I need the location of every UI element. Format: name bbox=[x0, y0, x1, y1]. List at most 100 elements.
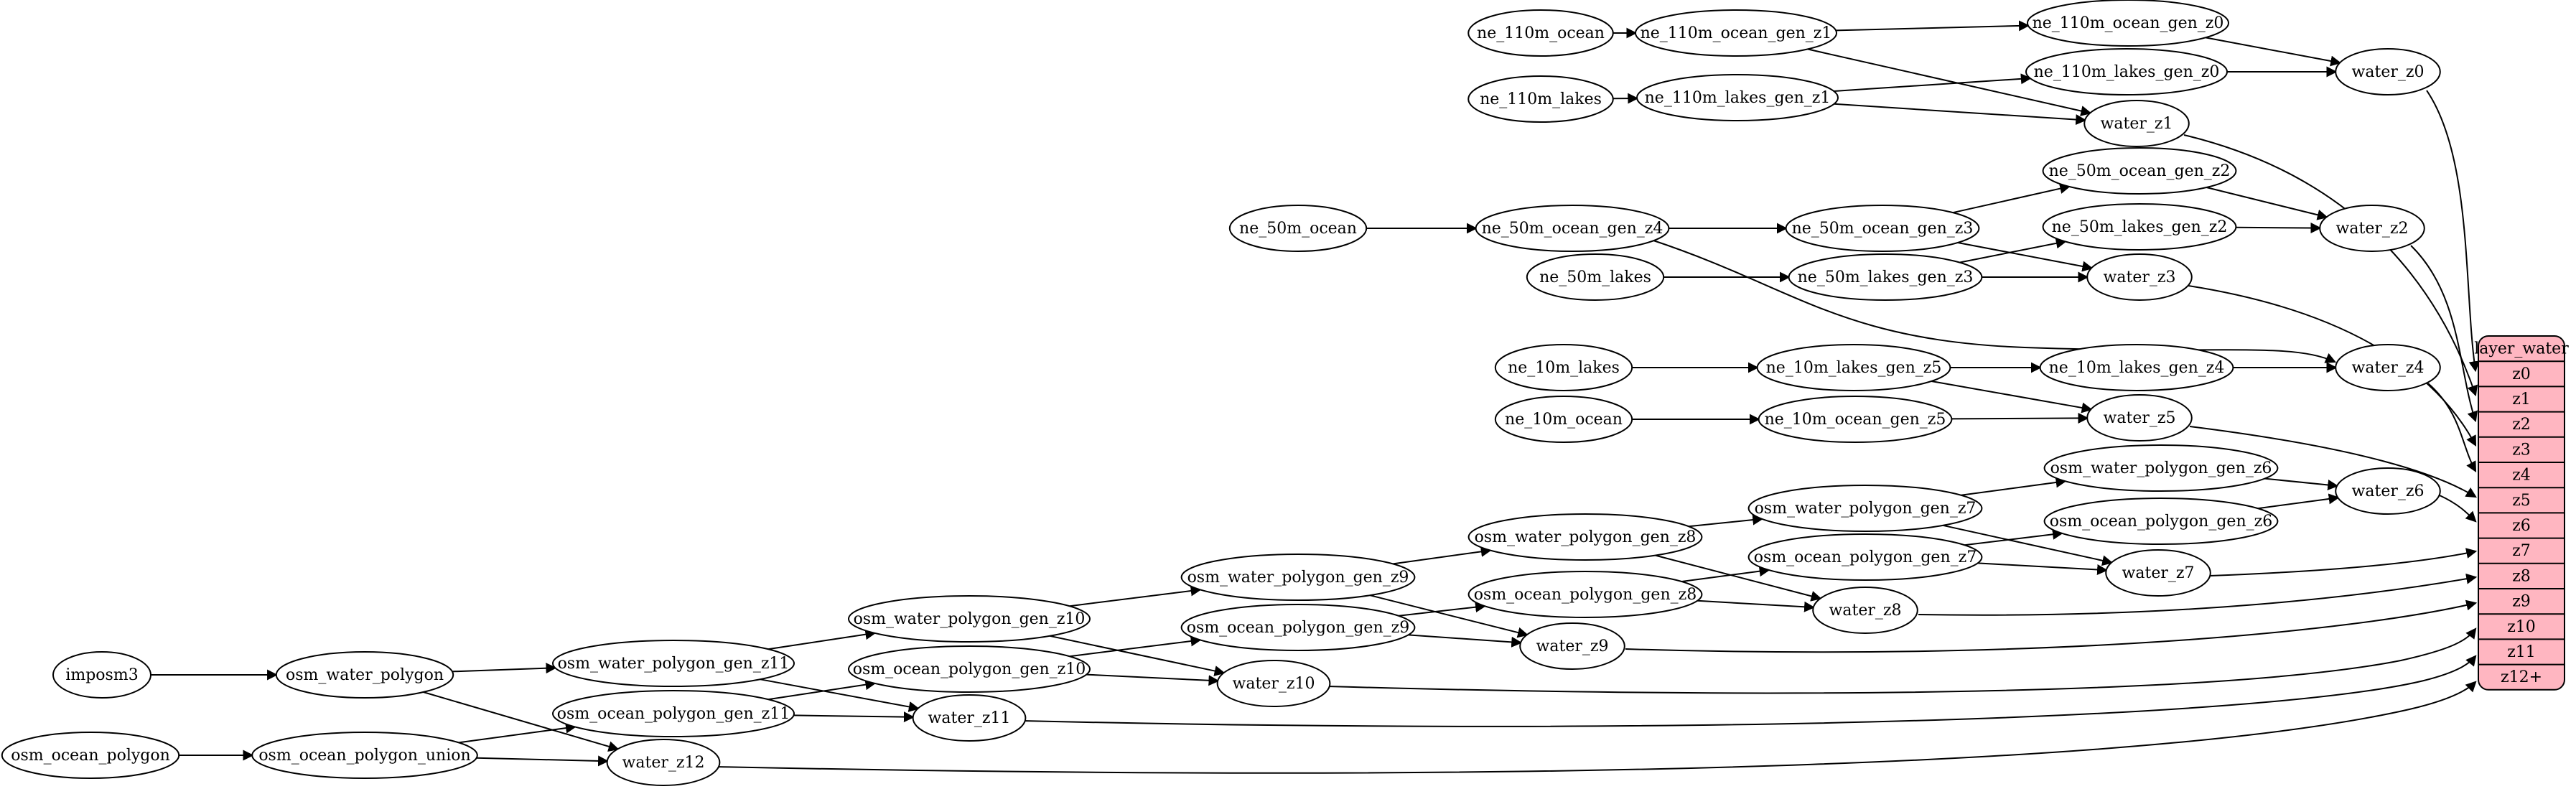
node-label-ne_10m_lakes_gen_z4: ne_10m_lakes_gen_z4 bbox=[2049, 359, 2225, 377]
edge-ne_110m_lakes_gen_z1-to-ne_110m_lakes_gen_z0 bbox=[1834, 73, 2032, 92]
node-osm_ocean_polygon_union: osm_ocean_polygon_union bbox=[251, 732, 478, 779]
edge-water_z6-to-layer_water:z6 bbox=[2439, 495, 2477, 523]
node-label-ne_50m_ocean: ne_50m_ocean bbox=[1239, 220, 1357, 238]
edge-water_z5-to-layer_water:z5 bbox=[2189, 426, 2477, 498]
node-label-osm_ocean_polygon_gen_z11: osm_ocean_polygon_gen_z11 bbox=[557, 705, 790, 723]
node-water_z4: water_z4 bbox=[2335, 344, 2441, 391]
edge-ne_10m_ocean_gen_z5-to-water_z5 bbox=[1951, 412, 2089, 424]
node-label-water_z7: water_z7 bbox=[2122, 564, 2195, 582]
node-label-ne_50m_ocean_gen_z3: ne_50m_ocean_gen_z3 bbox=[1792, 220, 1974, 238]
nodes-layer: ne_110m_ocean ne_110m_ocean_gen_z1 ne_110m… bbox=[1, 0, 2441, 786]
node-label-ne_110m_lakes_gen_z1: ne_110m_lakes_gen_z1 bbox=[1645, 89, 1831, 107]
node-osm_water_polygon: osm_water_polygon bbox=[275, 651, 454, 699]
node-label-osm_water_polygon_gen_z7: osm_water_polygon_gen_z7 bbox=[1755, 500, 1977, 518]
node-water_z0: water_z0 bbox=[2335, 48, 2441, 95]
node-ne_50m_lakes_gen_z2: ne_50m_lakes_gen_z2 bbox=[2042, 203, 2237, 251]
record-row-z0: z0 bbox=[2512, 365, 2531, 383]
node-water_z2: water_z2 bbox=[2319, 205, 2425, 252]
node-ne_10m_lakes: ne_10m_lakes bbox=[1494, 344, 1633, 391]
node-ne_110m_ocean_gen_z0: ne_110m_ocean_gen_z0 bbox=[2027, 0, 2229, 47]
record-row-z4: z4 bbox=[2512, 467, 2531, 485]
node-label-ne_110m_ocean_gen_z0: ne_110m_ocean_gen_z0 bbox=[2033, 14, 2224, 32]
edge-osm_water_polygon-to-osm_water_polygon_gen_z11 bbox=[452, 663, 557, 674]
node-osm_water_polygon_gen_z10: osm_water_polygon_gen_z10 bbox=[848, 595, 1091, 643]
edge-water_z0-to-layer_water:z0 bbox=[2426, 90, 2480, 373]
node-label-ne_50m_ocean_gen_z2: ne_50m_ocean_gen_z2 bbox=[2049, 162, 2231, 180]
edge-ne_110m_lakes_gen_z1-to-water_z1 bbox=[1834, 103, 2087, 126]
edge-ne_50m_ocean_gen_z2-to-water_z2 bbox=[2206, 187, 2328, 220]
node-label-water_z1: water_z1 bbox=[2101, 115, 2173, 133]
edge-osm_water_polygon_gen_z9-to-water_z9 bbox=[1369, 594, 1529, 638]
edge-water_z2-to-layer_water:z2 bbox=[2410, 245, 2478, 423]
record-row-z2: z2 bbox=[2512, 416, 2531, 434]
edge-osm_water_polygon_gen_z6-to-water_z6 bbox=[2264, 477, 2339, 490]
edge-osm_water_polygon_gen_z10-to-water_z10 bbox=[1049, 635, 1226, 676]
edge-osm_ocean_polygon_gen_z10-to-osm_ocean_polygon_gen_z9 bbox=[1069, 635, 1202, 658]
node-label-osm_water_polygon_gen_z9: osm_water_polygon_gen_z9 bbox=[1187, 569, 1409, 587]
record-row-z1: z1 bbox=[2512, 391, 2531, 408]
edge-osm_ocean_polygon_gen_z6-to-water_z6 bbox=[2257, 493, 2340, 510]
node-osm_water_polygon_gen_z8: osm_water_polygon_gen_z8 bbox=[1467, 513, 1703, 561]
node-ne_10m_ocean_gen_z5: ne_10m_ocean_gen_z5 bbox=[1758, 396, 1953, 443]
node-label-water_z2: water_z2 bbox=[2336, 220, 2409, 238]
edge-osm_ocean_polygon_gen_z8-to-osm_ocean_polygon_gen_z7 bbox=[1681, 566, 1770, 582]
node-label-water_z4: water_z4 bbox=[2352, 359, 2425, 377]
node-osm_ocean_polygon: osm_ocean_polygon bbox=[1, 732, 180, 779]
edge-osm_water_polygon_gen_z8-to-osm_water_polygon_gen_z7 bbox=[1688, 514, 1764, 528]
edge-osm_ocean_polygon_gen_z10-to-water_z10 bbox=[1086, 673, 1220, 686]
node-label-ne_110m_ocean: ne_110m_ocean bbox=[1477, 24, 1605, 42]
node-label-imposm3: imposm3 bbox=[65, 666, 138, 684]
edge-osm_water_polygon_gen_z11-to-osm_water_polygon_gen_z10 bbox=[767, 629, 877, 650]
node-ne_10m_lakes_gen_z5: ne_10m_lakes_gen_z5 bbox=[1756, 344, 1951, 391]
edge-osm_ocean_polygon_gen_z9-to-osm_ocean_polygon_gen_z8 bbox=[1399, 602, 1487, 617]
edge-ne_110m_ocean_gen_z0-to-water_z0 bbox=[2206, 37, 2342, 67]
node-label-osm_water_polygon_gen_z11: osm_water_polygon_gen_z11 bbox=[558, 655, 790, 673]
edge-ne_50m_ocean_gen_z3-to-water_z3 bbox=[1957, 242, 2094, 272]
node-osm_water_polygon_gen_z7: osm_water_polygon_gen_z7 bbox=[1747, 485, 1983, 532]
node-ne_10m_lakes_gen_z4: ne_10m_lakes_gen_z4 bbox=[2039, 344, 2234, 391]
edge-osm_ocean_polygon_gen_z9-to-water_z9 bbox=[1408, 634, 1523, 648]
edge-osm_water_polygon-to-water_z12 bbox=[423, 691, 620, 752]
edge-water_z4-to-layer_water:z4 bbox=[2427, 383, 2477, 472]
node-label-ne_50m_ocean_gen_z4: ne_50m_ocean_gen_z4 bbox=[1482, 220, 1663, 238]
node-water_z7: water_z7 bbox=[2105, 549, 2211, 597]
node-label-water_z11: water_z11 bbox=[928, 709, 1011, 727]
record-row-z12+: z12+ bbox=[2501, 668, 2542, 686]
edge-osm_ocean_polygon_union-to-water_z12 bbox=[476, 755, 610, 767]
record-row-z8: z8 bbox=[2512, 567, 2531, 585]
record-row-z5: z5 bbox=[2512, 492, 2531, 510]
node-ne_10m_ocean: ne_10m_ocean bbox=[1494, 396, 1633, 443]
record-row-z7: z7 bbox=[2512, 542, 2531, 560]
edge-osm_water_polygon_gen_z8-to-water_z8 bbox=[1655, 554, 1822, 602]
record-row-z6: z6 bbox=[2512, 517, 2531, 535]
record-title: layer_water bbox=[2474, 340, 2569, 358]
edge-ne_50m_lakes_gen_z3-to-ne_50m_lakes_gen_z2 bbox=[1959, 238, 2067, 263]
edge-osm_ocean_polygon_gen_z11-to-osm_ocean_polygon_gen_z10 bbox=[767, 679, 877, 701]
edge-water_z8-to-layer_water:z8 bbox=[1918, 573, 2478, 616]
node-water_z3: water_z3 bbox=[2086, 253, 2193, 301]
node-ne_110m_ocean_gen_z1: ne_110m_ocean_gen_z1 bbox=[1635, 9, 1837, 57]
edge-osm_water_polygon_gen_z9-to-osm_water_polygon_gen_z8 bbox=[1393, 546, 1492, 565]
node-label-ne_10m_ocean: ne_10m_ocean bbox=[1505, 411, 1623, 429]
node-water_z5: water_z5 bbox=[2086, 394, 2193, 442]
edge-osm_water_polygon_gen_z11-to-water_z11 bbox=[760, 678, 920, 712]
edge-ne_110m_ocean_gen_z1-to-ne_110m_ocean_gen_z0 bbox=[1836, 20, 2030, 32]
node-label-osm_water_polygon_gen_z6: osm_water_polygon_gen_z6 bbox=[2050, 459, 2272, 477]
node-label-water_z12: water_z12 bbox=[622, 754, 705, 772]
node-label-water_z0: water_z0 bbox=[2352, 63, 2425, 81]
node-label-osm_water_polygon: osm_water_polygon bbox=[286, 666, 444, 684]
edge-water_z12-to-layer_water:z12+ bbox=[716, 681, 2477, 774]
node-label-osm_ocean_polygon_gen_z7: osm_ocean_polygon_gen_z7 bbox=[1754, 548, 1977, 566]
node-ne_50m_lakes: ne_50m_lakes bbox=[1526, 253, 1665, 301]
record-row-z3: z3 bbox=[2512, 441, 2531, 459]
node-ne_50m_ocean_gen_z2: ne_50m_ocean_gen_z2 bbox=[2042, 147, 2237, 195]
node-water_z12: water_z12 bbox=[606, 739, 721, 786]
node-label-ne_110m_ocean_gen_z1: ne_110m_ocean_gen_z1 bbox=[1641, 24, 1832, 42]
node-label-water_z9: water_z9 bbox=[1536, 638, 1609, 655]
node-water_z11: water_z11 bbox=[912, 694, 1027, 742]
record-row-z9: z9 bbox=[2512, 593, 2531, 611]
edge-osm_ocean_polygon_gen_z11-to-water_z11 bbox=[793, 711, 915, 723]
node-label-ne_110m_lakes: ne_110m_lakes bbox=[1480, 90, 1602, 108]
node-label-water_z10: water_z10 bbox=[1233, 675, 1315, 693]
node-osm_water_polygon_gen_z6: osm_water_polygon_gen_z6 bbox=[2043, 444, 2279, 492]
